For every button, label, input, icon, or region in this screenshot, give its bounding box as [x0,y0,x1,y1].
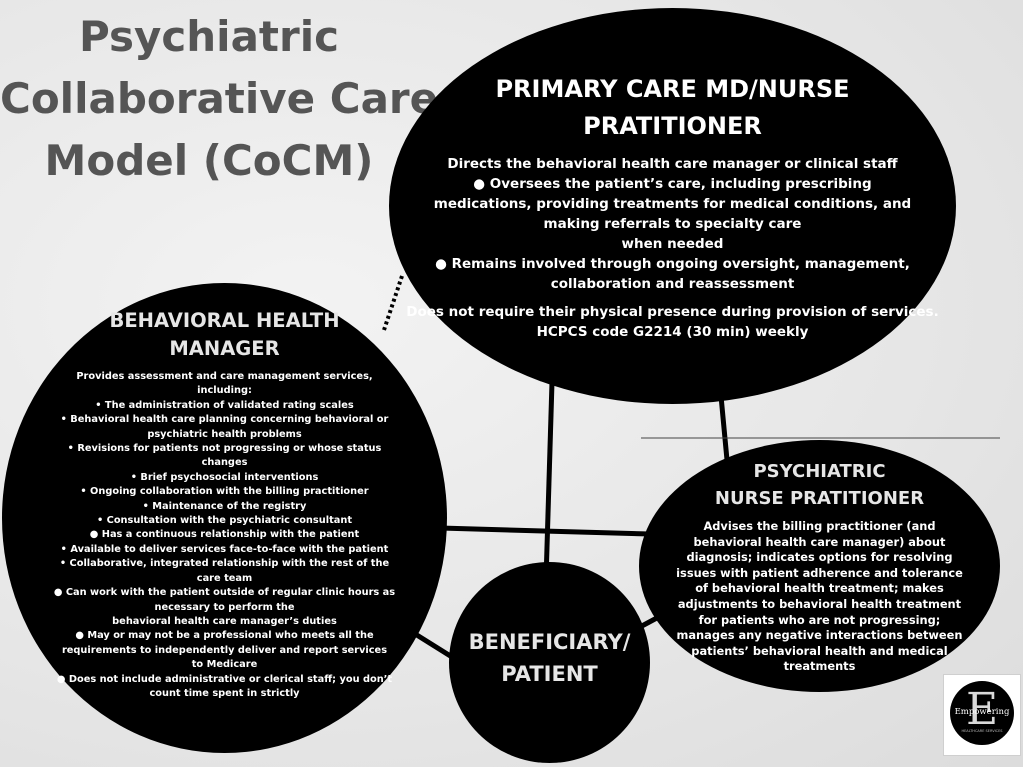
note-line: HCPCS code G2214 (30 min) [536,324,751,340]
primary-care-billing-note: Does not require their physical presence… [389,302,956,342]
note-line: during provision of services. [721,304,939,320]
page-title: Psychiatric Collaborative Care Model (Co… [0,6,439,192]
description-line: including: [197,385,252,397]
heading-line: PATIENT [501,662,598,686]
description-line: ● May or may not be a professional who m… [75,630,374,642]
description-line: behavioral health care manager) about [693,534,946,549]
description-line: • Brief psychosocial interventions [130,471,319,483]
primary-care-heading: PRIMARY CARE MD/NURSE PRATITIONER [389,71,956,145]
description-line: • Revisions for patients not progressing… [67,443,382,455]
description-line: • Available to deliver services face-to-… [60,543,389,555]
psychiatric-nurse-practitioner-node: PSYCHIATRIC NURSE PRATITIONER Advises th… [639,440,1000,692]
description-line: requirements to independently deliver an… [61,644,388,656]
psychiatric-nurse-practitioner-description: Advises the billing practitioner (and be… [639,519,1000,675]
description-line: psychiatric health problems [147,428,302,440]
description-line: when needed [621,236,724,252]
description-line: count time spent in strictly [149,687,300,699]
heading-line: BENEFICIARY/ [468,630,631,654]
primary-care-description: Directs the behavioral health care manag… [389,154,956,294]
description-line: ● Oversees the patient’s care, including… [473,176,872,192]
logo-wordmark: Empowering [954,707,1010,717]
heading-line: PSYCHIATRIC [753,461,886,482]
behavioral-health-manager-heading: BEHAVIORAL HEALTH MANAGER [2,307,447,363]
title-line: Collaborative Care [0,74,439,123]
description-line: of behavioral health treatment; makes [695,581,944,596]
description-line: Advises the billing practitioner (and [703,519,936,533]
primary-care-node: PRIMARY CARE MD/NURSE PRATITIONER Direct… [389,8,956,404]
description-line: • The administration of validated rating… [95,399,354,411]
description-line: for patients who are not progressing; [698,612,941,627]
description-line: • Ongoing collaboration with the billing… [80,486,369,498]
behavioral-health-manager-description: Provides assessment and care management … [2,370,447,701]
description-line: ● Has a continuous relationship with the… [89,529,360,541]
description-line: ● Can work with the patient outside of r… [53,587,396,599]
description-line: ● Does not include administrative or cle… [56,673,393,685]
description-line: necessary to perform the [154,601,295,613]
description-line: to Medicare [191,659,258,671]
description-line: behavioral health care manager’s duties [112,615,337,627]
title-line: Psychiatric [78,12,340,61]
note-line: Does not require their physical presence [406,304,717,320]
description-line: collaboration and reassessment [550,276,795,292]
logo-letter: E [965,684,999,735]
logo-subtext: HEALTHCARE SERVICES [961,729,1003,733]
description-line: manages any negative interactions betwee… [676,628,963,643]
description-line: ● Remains involved through ongoing overs… [435,256,910,272]
description-line: • Maintenance of the registry [142,500,307,512]
description-line: medications, providing treatments for me… [433,196,912,212]
note-line: weekly [755,324,809,340]
title-line: Model (CoCM) [44,136,374,185]
connector-primary-care-to-beneficiary [543,381,555,581]
empowering-logo: E Empowering HEALTHCARE SERVICES [943,674,1021,756]
description-line: Provides assessment and care management … [76,371,373,382]
heading-line: NURSE PRATITIONER [714,488,925,509]
description-line: • Collaborative, integrated relationship… [59,558,390,570]
description-line: issues with patient adherence and tolera… [676,565,963,580]
heading-line: BEHAVIORAL HEALTH [109,309,340,332]
beneficiary-patient-node: BENEFICIARY/ PATIENT [449,562,650,763]
description-line: • Behavioral health care planning concer… [60,414,389,426]
logo-emblem: E Empowering HEALTHCARE SERVICES [950,681,1014,745]
beneficiary-patient-heading: BENEFICIARY/ PATIENT [449,626,650,690]
heading-line: MANAGER [169,337,280,360]
behavioral-health-manager-node: BEHAVIORAL HEALTH MANAGER Provides asses… [2,283,447,753]
description-line: patients’ behavioral health and medical [691,643,948,658]
description-line: treatments [783,659,856,674]
psychiatric-nurse-practitioner-heading: PSYCHIATRIC NURSE PRATITIONER [639,458,1000,512]
heading-line: PRATITIONER [583,112,762,140]
connector-primary-care-to-psychiatric-np [718,395,730,461]
connector-bhm-to-psychiatric-np [439,525,651,537]
description-line: care team [196,572,253,584]
description-line: Directs the behavioral health care manag… [447,156,898,172]
description-line: changes [201,457,248,469]
heading-line: PRIMARY CARE MD/NURSE [495,75,850,103]
description-line: making referrals to specialty care [543,216,802,232]
description-line: • Consultation with the psychiatric cons… [96,515,353,527]
description-line: diagnosis; indicates options for resolvi… [686,550,953,565]
description-line: adjustments to behavioral health treatme… [677,596,962,611]
